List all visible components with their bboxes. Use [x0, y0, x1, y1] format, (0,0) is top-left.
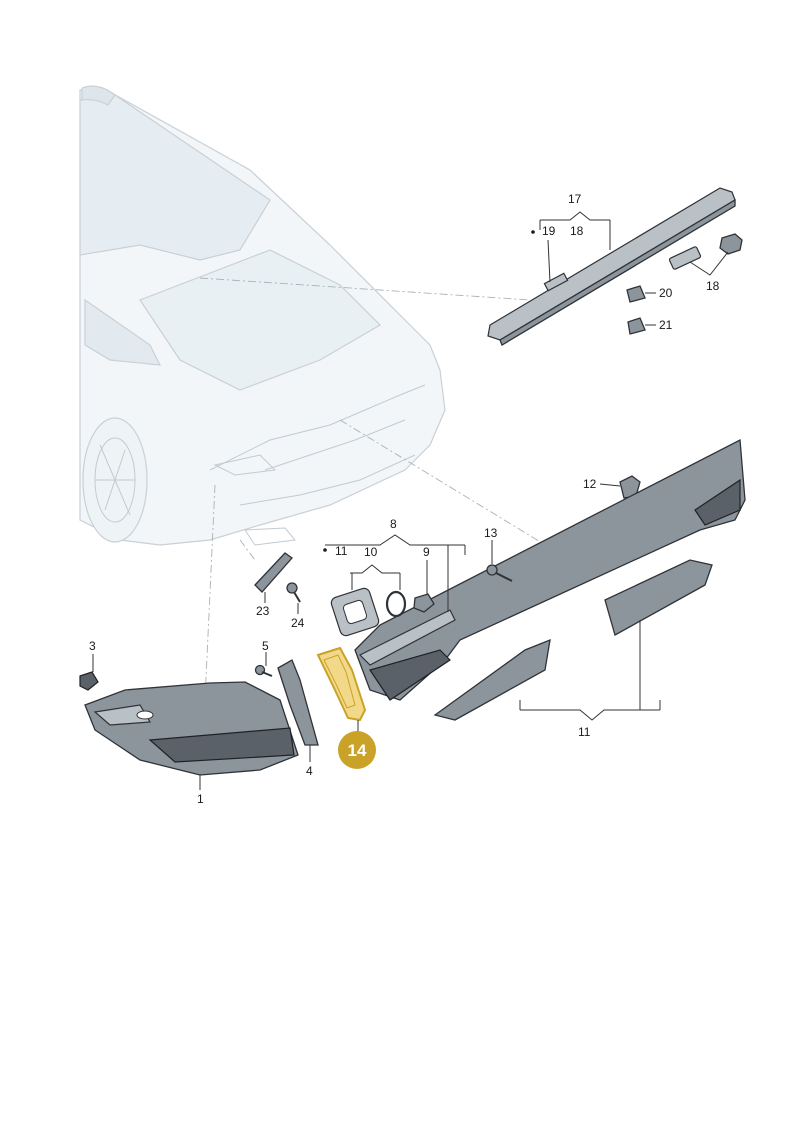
label-14: 14: [348, 741, 367, 760]
label-21: 21: [659, 318, 673, 332]
label-10: 10: [364, 545, 378, 559]
label-11-bottom: 11: [578, 725, 591, 739]
label-18-right: 18: [706, 279, 720, 293]
part-rear-panel-assembly: [354, 438, 746, 701]
part-10-seal-gasket: [330, 587, 407, 637]
label-8: 8: [390, 517, 397, 531]
label-11-top: 11: [335, 544, 348, 558]
label-9: 9: [423, 545, 430, 559]
label-18-top: 18: [570, 224, 584, 238]
part-20-clip-nut: [626, 285, 646, 303]
part-labels: 1 3 4 5 8 9 10 11 11 12 13 17 18 18 19 2…: [89, 192, 720, 806]
part-12-clip: [619, 475, 641, 499]
part-17-spoiler-strip: [487, 187, 736, 346]
part-1-tail-light: [84, 681, 299, 776]
part-13-screw: [486, 564, 513, 582]
label-4: 4: [306, 764, 313, 778]
label-17: 17: [568, 192, 582, 206]
part-5-screw: [254, 664, 273, 677]
label-20: 20: [659, 286, 673, 300]
part-24-screw: [286, 582, 301, 603]
car-body-ghost: [79, 85, 446, 546]
part-23-bracket: [254, 552, 293, 593]
leader-lines: [92, 211, 729, 790]
dot-markers: [323, 230, 535, 552]
label-5: 5: [262, 639, 269, 653]
part-9-plug: [413, 593, 435, 613]
dash-guides: [199, 277, 571, 701]
highlight-callout-14[interactable]: 14: [338, 731, 376, 769]
label-3: 3: [89, 639, 96, 653]
part-21-clip-nut: [627, 317, 646, 335]
part-14-highlighted-cover: [316, 646, 367, 722]
label-1: 1: [197, 792, 204, 806]
label-23: 23: [256, 604, 270, 618]
label-13: 13: [484, 526, 498, 540]
label-19: 19: [542, 224, 556, 238]
part-18-clips: [668, 233, 743, 270]
label-12: 12: [583, 477, 597, 491]
label-24: 24: [291, 616, 305, 630]
part-4-trim-panel: [277, 659, 319, 746]
part-3-nut: [79, 671, 99, 691]
part-11-panels: [433, 559, 713, 721]
